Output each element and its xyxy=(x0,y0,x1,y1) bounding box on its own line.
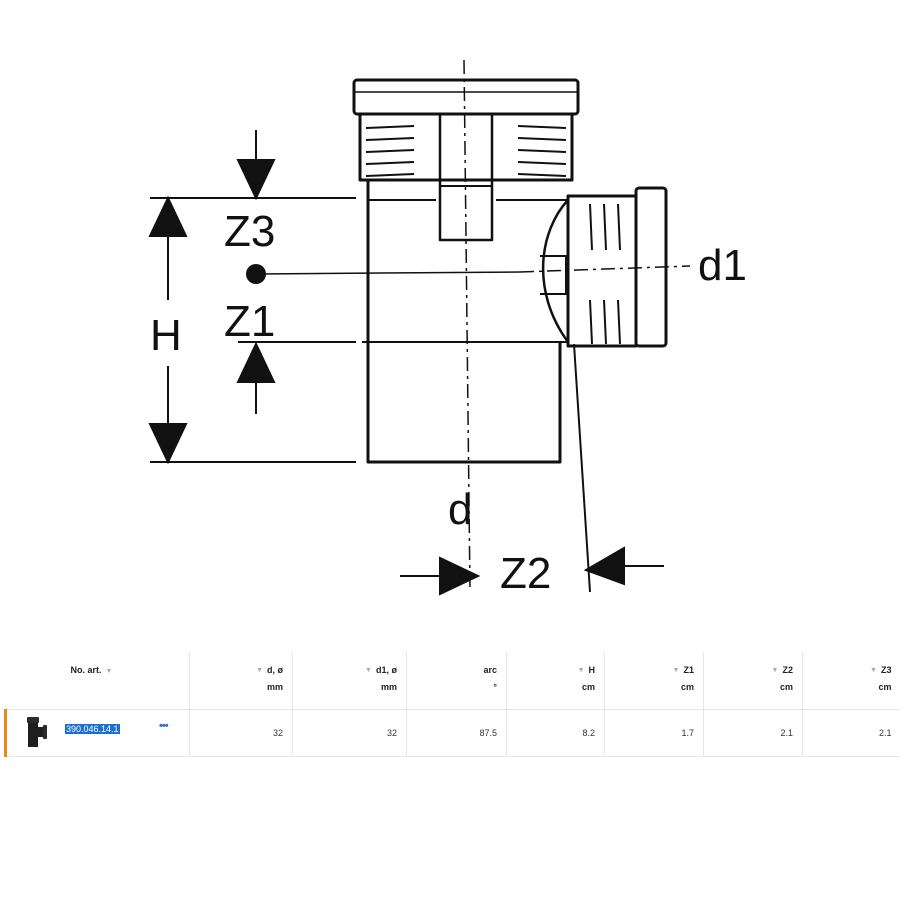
sort-icon[interactable]: ▼ xyxy=(105,668,113,675)
article-number-link[interactable]: 390.046.14.1 xyxy=(65,724,120,734)
sort-icon[interactable]: ▼ xyxy=(771,667,779,674)
sort-icon[interactable]: ▼ xyxy=(256,667,263,674)
label-h: H xyxy=(150,311,182,360)
table-header-row: No. art.▼ ▼d, ø mm ▼d1, ø mm arc ° ▼H cm… xyxy=(5,652,900,710)
spec-table: No. art.▼ ▼d, ø mm ▼d1, ø mm arc ° ▼H cm… xyxy=(4,652,900,757)
cell-article: 390.046.14.1 ••• xyxy=(4,709,190,757)
label-z2: Z2 xyxy=(500,549,551,598)
label-z3: Z3 xyxy=(224,207,275,256)
sort-icon[interactable]: ▼ xyxy=(365,667,372,674)
sort-icon[interactable]: ▼ xyxy=(672,667,680,674)
pipe-tee-diagram: Z3 Z1 H d1 d Z2 xyxy=(148,59,747,598)
col-header-article[interactable]: No. art.▼ xyxy=(5,652,190,710)
col-header-z3[interactable]: ▼Z3 cm xyxy=(802,652,900,710)
label-d1: d1 xyxy=(698,241,747,290)
label-z1: Z1 xyxy=(224,297,275,346)
top-collar xyxy=(358,112,574,182)
cell-z1: 1.7 xyxy=(604,709,704,757)
cell-h: 8.2 xyxy=(506,709,605,757)
sort-icon[interactable]: ▼ xyxy=(577,667,585,674)
cell-d1: 32 xyxy=(292,709,407,757)
col-header-arc[interactable]: arc ° xyxy=(406,652,507,710)
sort-icon[interactable]: ▼ xyxy=(870,667,877,674)
cell-z3: 2.1 xyxy=(802,709,900,757)
table-row[interactable]: 390.046.14.1 ••• 32 32 87.5 8.2 1.7 2.1 … xyxy=(4,709,900,757)
col-header-h[interactable]: ▼H cm xyxy=(506,652,605,710)
cell-z2: 2.1 xyxy=(703,709,803,757)
pipe-tee-thumbnail-icon xyxy=(27,717,47,747)
cell-arc: 87.5 xyxy=(406,709,507,757)
col-header-z2[interactable]: ▼Z2 cm xyxy=(703,652,803,710)
col-header-d[interactable]: ▼d, ø mm xyxy=(189,652,293,710)
label-d: d xyxy=(448,485,472,534)
cell-d: 32 xyxy=(189,709,293,757)
col-header-d1[interactable]: ▼d1, ø mm xyxy=(292,652,407,710)
col-header-z1[interactable]: ▼Z1 cm xyxy=(604,652,704,710)
more-options-icon[interactable]: ••• xyxy=(159,720,169,732)
side-collar xyxy=(566,194,638,348)
top-cap xyxy=(352,78,580,116)
